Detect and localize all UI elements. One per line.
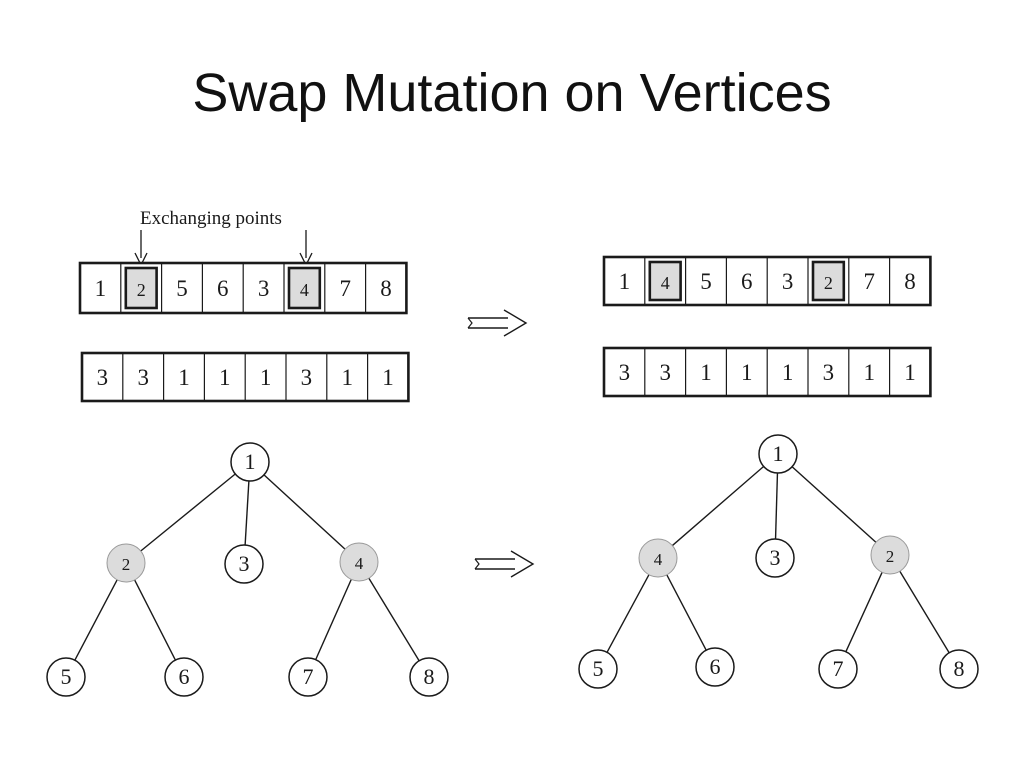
before-tree-node <box>106 543 146 583</box>
before-tree-edge <box>263 474 346 550</box>
after-tree-edge <box>774 472 779 540</box>
after-vertex-highlight <box>648 260 682 302</box>
before-tree-edge <box>140 473 236 552</box>
before-vertex-highlight <box>124 266 158 310</box>
before-tree-edge <box>315 579 352 660</box>
transform-arrow-sequences <box>467 309 528 337</box>
after-depth-cell: 1 <box>863 360 875 385</box>
after-tree-node <box>578 649 618 689</box>
before-tree-node <box>339 542 379 582</box>
after-vertex-cell: 4 <box>661 273 670 293</box>
after-tree-node <box>939 649 979 689</box>
before-vertex-cell: 4 <box>300 280 309 300</box>
before-vertex-cell: 7 <box>339 276 351 301</box>
after-tree-edge <box>899 570 950 654</box>
after-depth-cell: 3 <box>659 360 671 385</box>
before-tree-edge <box>133 579 177 661</box>
after-depth-cell: 1 <box>904 360 916 385</box>
before-tree: 1 2 3 4 5 6 7 8 <box>46 442 449 697</box>
after-depth-cell: 3 <box>823 360 835 385</box>
after-depth-sequence: 3 3 1 1 1 3 1 1 <box>602 346 932 398</box>
before-depth-sequence: 3 3 1 1 1 3 1 1 <box>80 351 410 403</box>
before-tree-node-label: 7 <box>303 664 314 689</box>
after-vertex-cell: 3 <box>782 269 794 294</box>
before-tree-node <box>409 657 449 697</box>
after-tree-node <box>818 649 858 689</box>
after-tree-node <box>695 647 735 687</box>
after-tree-node-label: 5 <box>593 656 604 681</box>
before-tree-node-label: 4 <box>355 554 364 573</box>
after-tree-node <box>755 538 795 578</box>
before-tree-node <box>164 657 204 697</box>
before-depth-cell: 1 <box>178 365 190 390</box>
after-depth-cell: 1 <box>741 360 753 385</box>
before-vertex-highlight <box>287 266 322 310</box>
after-tree-edge <box>791 466 877 543</box>
before-vertex-cell: 5 <box>176 276 188 301</box>
after-tree-edge <box>666 574 707 651</box>
before-depth-cell: 3 <box>97 365 109 390</box>
before-tree-node <box>224 544 264 584</box>
before-vertex-cell: 8 <box>380 276 392 301</box>
after-tree-node-label: 2 <box>886 547 895 566</box>
before-vertex-cell: 2 <box>137 280 146 300</box>
before-tree-edge <box>368 577 420 662</box>
before-vertex-cell: 1 <box>95 276 107 301</box>
before-tree-edge <box>244 480 250 546</box>
before-tree-node-label: 8 <box>424 664 435 689</box>
before-tree-node-label: 2 <box>122 555 131 574</box>
after-depth-cell: 1 <box>700 360 712 385</box>
after-tree-edge <box>671 465 765 547</box>
after-tree-edge <box>845 571 883 653</box>
before-tree-node <box>230 442 270 482</box>
after-tree-node-label: 7 <box>833 656 844 681</box>
after-tree-node <box>638 538 678 578</box>
swap-mutation-figure: Exchanging points 1 2 5 6 3 4 7 8 3 3 1 1 1 3 1 1 1 4 5 6… <box>38 195 988 707</box>
before-vertex-cell: 6 <box>217 276 229 301</box>
slide-title: Swap Mutation on Vertices <box>192 63 832 123</box>
before-tree-node <box>46 657 86 697</box>
before-tree-edge <box>74 579 118 661</box>
before-tree-node-label: 3 <box>239 551 250 576</box>
after-tree-node-label: 4 <box>654 550 663 569</box>
after-vertex-cell: 7 <box>863 269 875 294</box>
before-tree-node-label: 1 <box>245 449 256 474</box>
after-tree: 1 4 3 2 5 6 7 8 <box>578 434 979 689</box>
after-depth-cell: 3 <box>619 360 631 385</box>
after-vertex-cell: 5 <box>700 269 712 294</box>
before-tree-node-label: 5 <box>61 664 72 689</box>
after-vertex-sequence: 1 4 5 6 3 2 7 8 <box>602 255 932 307</box>
before-tree-node <box>288 657 328 697</box>
diagram-canvas: Exchanging points 1 2 5 6 3 4 7 8 3 3 1 1 1 3 1 1 1 4 5 6… <box>46 208 979 697</box>
after-tree-node-label: 3 <box>770 545 781 570</box>
before-depth-cell: 1 <box>341 365 353 390</box>
after-tree-node-label: 8 <box>954 656 965 681</box>
after-tree-node-label: 6 <box>710 654 721 679</box>
before-tree-node-label: 6 <box>179 664 190 689</box>
after-vertex-cell: 1 <box>619 269 631 294</box>
before-depth-cell: 1 <box>260 365 272 390</box>
before-vertex-sequence: 1 2 5 6 3 4 7 8 <box>78 261 408 315</box>
before-depth-cell: 1 <box>382 365 394 390</box>
after-vertex-highlight <box>811 260 846 302</box>
before-depth-cell: 3 <box>301 365 313 390</box>
after-tree-node <box>870 535 910 575</box>
after-tree-edge <box>606 574 650 653</box>
after-tree-node <box>758 434 798 474</box>
exchanging-points-label: Exchanging points <box>140 208 282 229</box>
before-depth-cell: 3 <box>137 365 149 390</box>
after-tree-node-label: 1 <box>773 441 784 466</box>
after-vertex-cell: 6 <box>741 269 753 294</box>
after-vertex-cell: 8 <box>904 269 916 294</box>
transform-arrow-trees <box>474 550 535 578</box>
after-vertex-cell: 2 <box>824 273 833 293</box>
after-depth-cell: 1 <box>782 360 794 385</box>
before-depth-cell: 1 <box>219 365 231 390</box>
before-vertex-cell: 3 <box>258 276 270 301</box>
